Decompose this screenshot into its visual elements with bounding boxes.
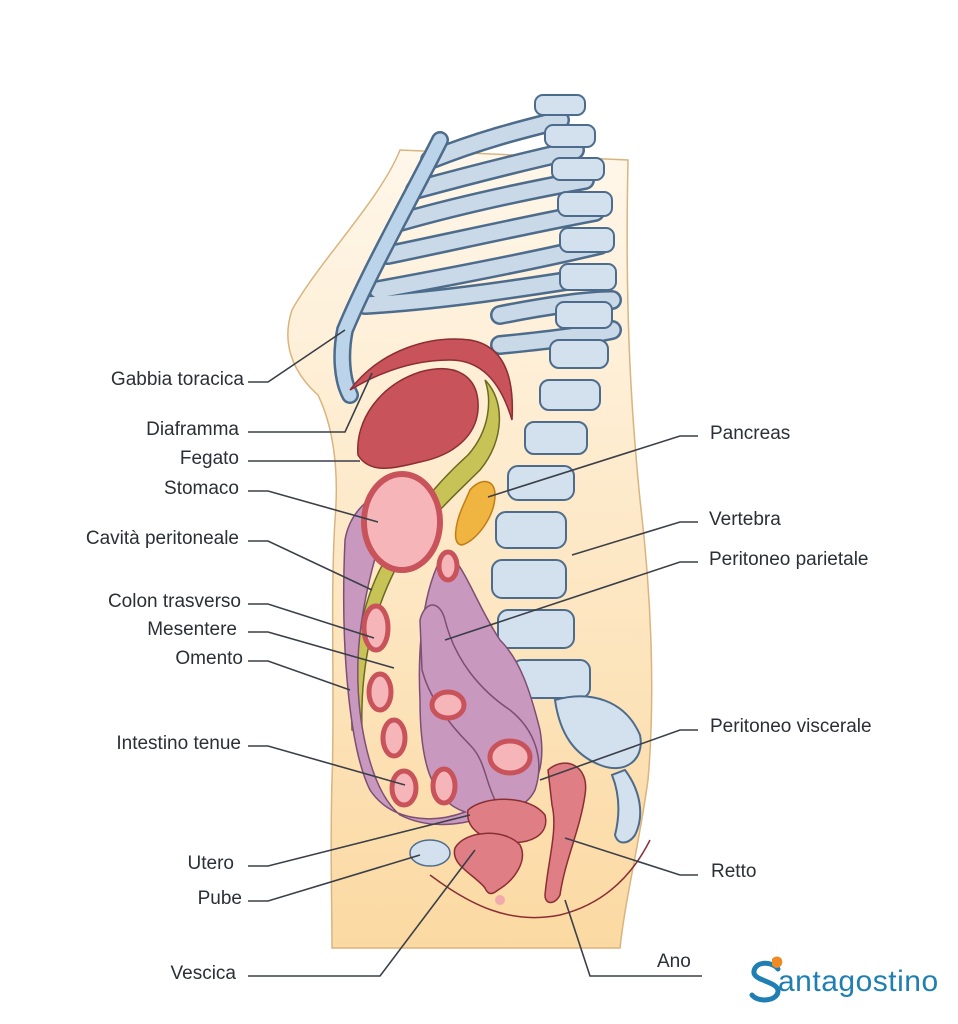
label-peritoneo-viscerale: Peritoneo viscerale [710, 716, 872, 737]
pancreas [454, 480, 496, 546]
label-vescica: Vescica [170, 963, 236, 984]
label-utero: Utero [187, 853, 234, 874]
label-omento: Omento [175, 648, 243, 669]
santagostino-logo: antagostino [748, 955, 948, 1005]
logo-s-mark [749, 956, 783, 1003]
bladder [453, 832, 524, 895]
liver [357, 368, 479, 469]
label-cavita-peritoneale: Cavità peritoneale [85, 528, 239, 549]
label-peritoneo-parietale: Peritoneo parietale [709, 549, 869, 570]
label-colon-trasverso: Colon trasverso [107, 591, 241, 612]
label-gabbia-toracica: Gabbia toracica [110, 369, 244, 390]
label-vertebra: Vertebra [709, 509, 781, 530]
rectum [544, 762, 587, 904]
label-pube: Pube [197, 888, 242, 909]
label-fegato: Fegato [179, 448, 239, 469]
label-stomaco: Stomaco [164, 478, 239, 499]
logo-wordmark: antagostino [778, 965, 939, 998]
intestine-loops [361, 549, 533, 808]
spine [491, 94, 642, 844]
stomach [361, 471, 443, 573]
label-intestino-tenue: Intestino tenue [116, 733, 241, 754]
label-retto: Retto [711, 861, 757, 882]
leader-lines [248, 329, 702, 977]
pubic-bone [409, 839, 451, 867]
label-ano: Ano [657, 951, 691, 972]
label-diaframma: Diaframma [146, 419, 239, 440]
label-mesentere: Mesentere [147, 619, 237, 640]
diaphragm [349, 338, 514, 421]
label-pancreas: Pancreas [710, 423, 791, 444]
